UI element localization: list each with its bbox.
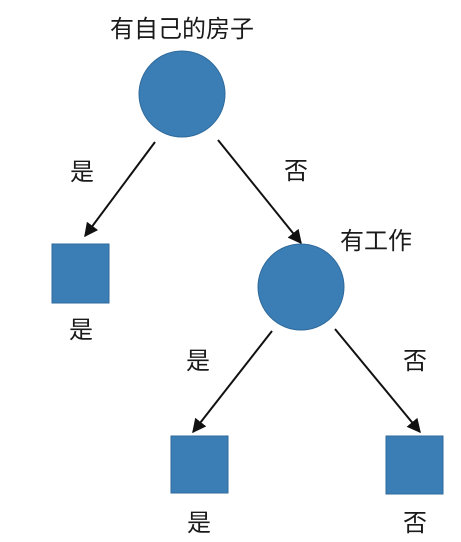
- edge-work-yes: [192, 330, 273, 434]
- edge-work-no: [334, 328, 421, 434]
- node-leaf-yes-root-square: [51, 243, 110, 304]
- edge-root-yes: [84, 141, 156, 238]
- node-leaf-no-work-square: [385, 435, 444, 495]
- node-label-root: 有自己的房子: [110, 15, 254, 43]
- node-work-circle: [257, 243, 345, 331]
- edge-label-root-yes: 是: [70, 158, 94, 186]
- node-label-leaf-yes-work: 是: [187, 509, 211, 537]
- edge-root-no: [217, 139, 302, 245]
- edge-label-work-no: 否: [403, 347, 427, 375]
- node-label-leaf-yes-root: 是: [69, 316, 93, 344]
- node-label-work: 有工作: [340, 227, 412, 255]
- node-root-circle: [138, 50, 226, 138]
- edge-label-work-yes: 是: [186, 347, 210, 375]
- edge-label-root-no: 否: [284, 157, 308, 185]
- node-label-leaf-no-work: 否: [403, 509, 427, 537]
- node-leaf-yes-work-square: [170, 435, 229, 494]
